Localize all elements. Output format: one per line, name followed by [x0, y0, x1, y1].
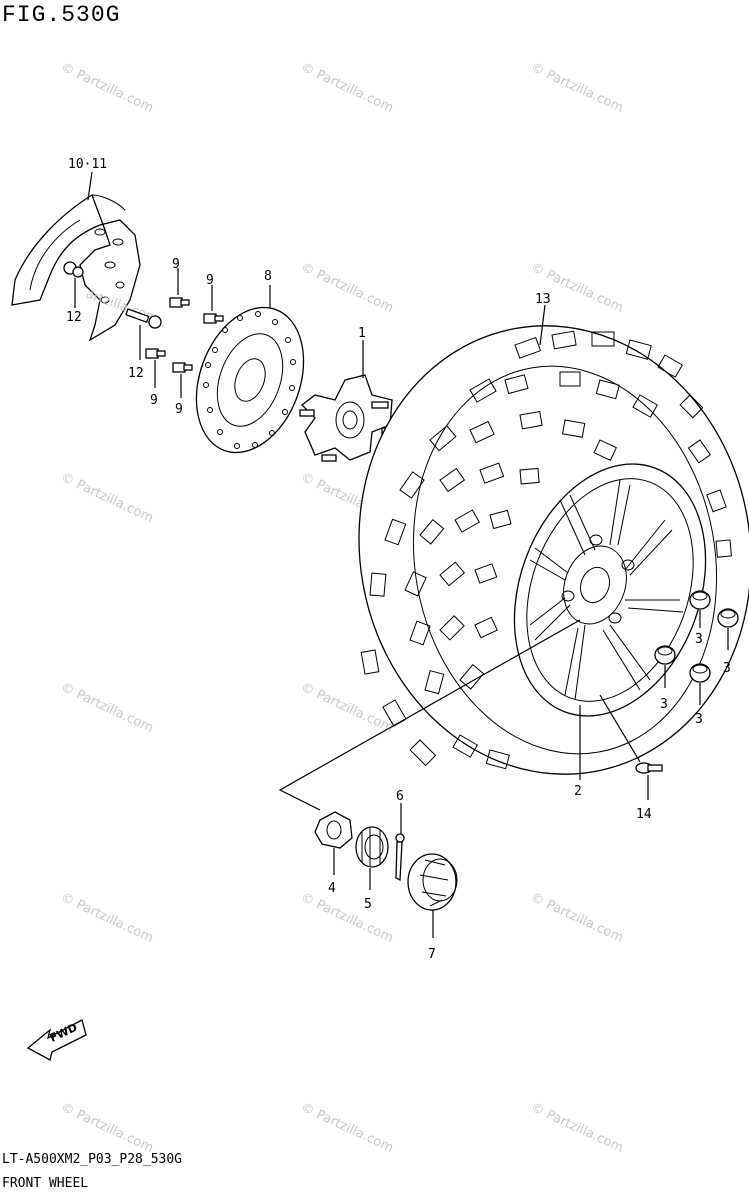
brake-disc-cover — [11, 194, 141, 342]
lug-nut-3d — [689, 663, 711, 683]
watermark: © Partzilla.com — [58, 470, 155, 526]
bolt-9d — [172, 362, 193, 373]
bolt-9a — [169, 297, 190, 308]
callout-3a: 3 — [695, 632, 703, 647]
callout-14: 14 — [636, 807, 652, 822]
bolt-9c — [145, 348, 166, 359]
callout-8: 8 — [264, 269, 272, 284]
callout-9b: 9 — [206, 273, 214, 288]
lug-nut-3b — [717, 608, 739, 628]
callout-7: 7 — [428, 947, 436, 962]
washer — [314, 811, 353, 849]
watermark: © Partzilla.com — [298, 260, 395, 316]
watermark: © Partzilla.com — [528, 60, 625, 116]
watermark: © Partzilla.com — [298, 890, 395, 946]
watermark: © Partzilla.com — [528, 1100, 625, 1156]
watermark: © Partzilla.com — [58, 60, 155, 116]
hub-cap — [407, 853, 458, 911]
callout-5: 5 — [364, 897, 372, 912]
figure-code: LT-A500XM2_P03_P28_530G — [2, 1152, 183, 1167]
valve-stem — [635, 762, 663, 774]
callout-9d: 9 — [175, 402, 183, 417]
axle-reference-line — [278, 619, 581, 811]
watermark: © Partzilla.com — [298, 680, 395, 736]
callout-9a: 9 — [172, 257, 180, 272]
cotter-pin — [395, 833, 405, 882]
callout-10-11: 10·11 — [68, 157, 107, 172]
callout-12b: 12 — [128, 366, 144, 381]
figure-title: FIG.530G — [2, 2, 121, 28]
screw-12a — [63, 261, 84, 278]
callout-3b: 3 — [723, 661, 731, 676]
brake-disc — [195, 306, 305, 454]
tire-tread — [360, 330, 732, 770]
callout-3c: 3 — [660, 697, 668, 712]
callout-4: 4 — [328, 881, 336, 896]
figure-name: FRONT WHEEL — [2, 1176, 89, 1191]
callout-3d: 3 — [695, 712, 703, 727]
watermark: © Partzilla.com — [528, 260, 625, 316]
forward-direction-arrow: FWD — [26, 1019, 87, 1061]
watermark: © Partzilla.com — [58, 680, 155, 736]
watermark: © Partzilla.com — [298, 60, 395, 116]
watermark: © Partzilla.com — [58, 1100, 155, 1156]
callout-12a: 12 — [66, 310, 82, 325]
watermark: © Partzilla.com — [58, 890, 155, 946]
watermark: © Partzilla.com — [528, 890, 625, 946]
callout-1: 1 — [358, 326, 366, 341]
callout-9c: 9 — [150, 393, 158, 408]
callout-2: 2 — [574, 784, 582, 799]
bolt-9b — [203, 313, 224, 324]
lug-nut-3a — [689, 590, 711, 610]
callout-13: 13 — [535, 292, 551, 307]
lug-nut-3c — [654, 645, 676, 665]
watermark: © Partzilla.com — [298, 1100, 395, 1156]
screw-12b — [125, 308, 162, 329]
castle-nut — [355, 826, 389, 868]
callout-6: 6 — [396, 789, 404, 804]
